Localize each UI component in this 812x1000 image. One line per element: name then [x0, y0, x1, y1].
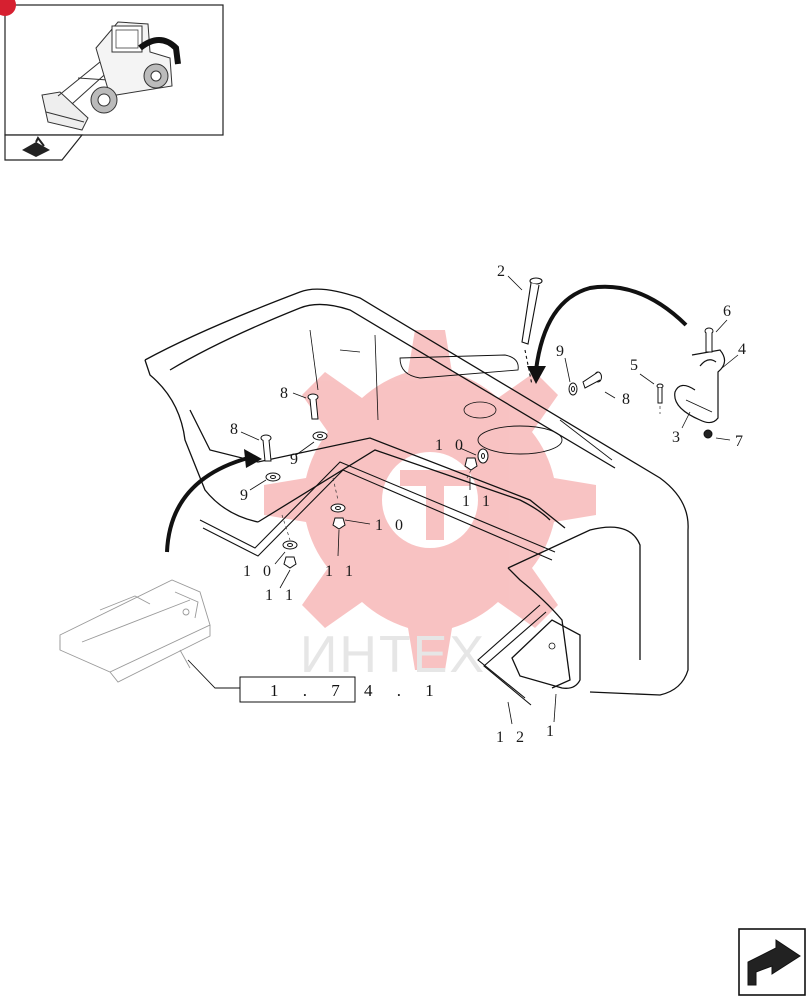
washer-part-9-upper[interactable]	[312, 431, 328, 441]
hook-bracket-part[interactable]	[674, 349, 726, 424]
book-arrow-icon	[22, 136, 50, 157]
callout-10-left: 1 0	[243, 563, 275, 580]
wheel-loader-icon	[41, 21, 173, 131]
assembly-lines	[281, 406, 661, 541]
watermark-text: ИНТЕХ	[300, 626, 486, 684]
callout-9-lower: 9	[240, 487, 252, 504]
callout-6: 6	[723, 303, 735, 320]
reference-label: 1 . 7 4 . 1	[270, 681, 444, 700]
callout-10-mid: 1 0	[375, 517, 407, 534]
callout-labels: 2 6 4 5 3 7 9 8 8 9 8 9 1 0 1 1 1 0 1 1 …	[230, 263, 750, 746]
washer-part-10-mid[interactable]	[330, 503, 346, 513]
reference-box[interactable]: 1 . 7 4 . 1	[187, 659, 444, 703]
callout-9-right: 9	[556, 343, 568, 360]
mounting-frame-ghost	[59, 579, 211, 683]
bolt-part-8-lower[interactable]	[260, 434, 272, 462]
assembly-arrow-right	[527, 284, 688, 384]
thumbnail-highlight-arrow	[138, 37, 181, 65]
corner-marker	[0, 0, 16, 16]
washer-part-10-right[interactable]	[477, 448, 489, 464]
callout-12: 1 2	[496, 729, 528, 746]
callout-10-right: 1 0	[435, 437, 467, 454]
pin-part[interactable]	[521, 277, 543, 386]
washer-part-10-left[interactable]	[282, 540, 298, 550]
nut-part-11-right[interactable]	[464, 457, 478, 471]
washer-part-9-lower[interactable]	[265, 472, 281, 482]
bolt-part-8-right[interactable]	[582, 371, 602, 389]
callout-11-right: 1 1	[462, 493, 494, 510]
bolt-part-8-upper[interactable]	[307, 393, 319, 420]
callout-1: 1	[546, 723, 558, 740]
bolt-part-5[interactable]	[656, 383, 664, 404]
leader-lines	[240, 275, 739, 725]
next-page-arrow-icon	[747, 939, 801, 986]
callout-8-lower: 8	[230, 421, 242, 438]
nut-part-11-mid[interactable]	[332, 517, 346, 530]
next-page-button[interactable]	[738, 928, 806, 996]
machine-thumbnail[interactable]	[0, 0, 224, 161]
callout-8-right: 8	[622, 391, 634, 408]
seal-strip	[199, 461, 556, 706]
callout-7: 7	[735, 433, 747, 450]
nut-part-11-left[interactable]	[283, 556, 297, 569]
bolt-part-6[interactable]	[704, 327, 714, 353]
callout-8-upper: 8	[280, 385, 292, 402]
callout-2: 2	[497, 263, 509, 280]
callout-11-left: 1 1	[265, 587, 297, 604]
callout-9-upper: 9	[290, 451, 302, 468]
washer-part-9-right[interactable]	[568, 382, 578, 396]
nut-part-7[interactable]	[703, 429, 713, 439]
callout-4: 4	[738, 341, 750, 358]
callout-3: 3	[672, 429, 684, 446]
callout-5: 5	[630, 357, 642, 374]
callout-11-mid: 1 1	[325, 563, 357, 580]
assembly-arrow-left	[165, 449, 262, 553]
counterweight-body	[144, 288, 689, 696]
